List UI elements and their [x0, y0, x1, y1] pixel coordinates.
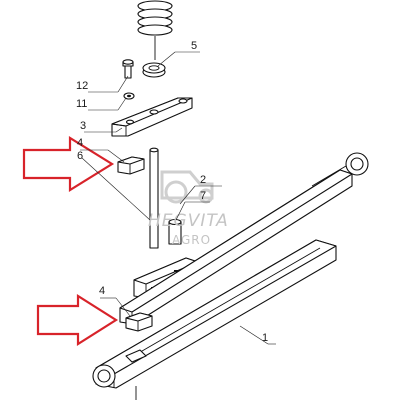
callout-2: 2: [200, 174, 206, 186]
callout-1: 1: [262, 332, 268, 344]
block-part-6: [117, 156, 145, 175]
bracket-plate-part-3: [111, 97, 193, 137]
leader-lines: [80, 51, 276, 345]
callout-3: 3: [80, 120, 86, 132]
nut-part-5: [142, 62, 166, 78]
callout-4-bottom: 4: [99, 285, 105, 297]
callout-12: 12: [76, 80, 88, 92]
callout-5: 5: [191, 40, 197, 52]
callout-11: 11: [76, 98, 87, 110]
bolt-part-12: [122, 59, 134, 79]
lower-link-arm-part-1: [92, 239, 337, 400]
red-arrow-lower: [36, 294, 119, 346]
callout-labels: 5 12 11 3 4 6 2 7 4 1: [76, 40, 268, 344]
short-pin-part-7: [168, 218, 182, 245]
washer-part-11: [123, 92, 135, 100]
watermark-logo: HEGVITA AGRO: [148, 170, 229, 247]
block-part-4-lower: [125, 312, 153, 332]
red-arrow-upper: [22, 136, 115, 192]
callout-4-top: 4: [77, 137, 83, 149]
watermark-sub: AGRO: [172, 233, 211, 247]
callout-6: 6: [77, 150, 83, 162]
upper-link-arm-part-2: [119, 152, 369, 325]
callout-7: 7: [200, 190, 206, 202]
spring-coil: [137, 0, 173, 60]
watermark-brand: HEGVITA: [148, 211, 229, 231]
long-pin: [149, 147, 159, 249]
